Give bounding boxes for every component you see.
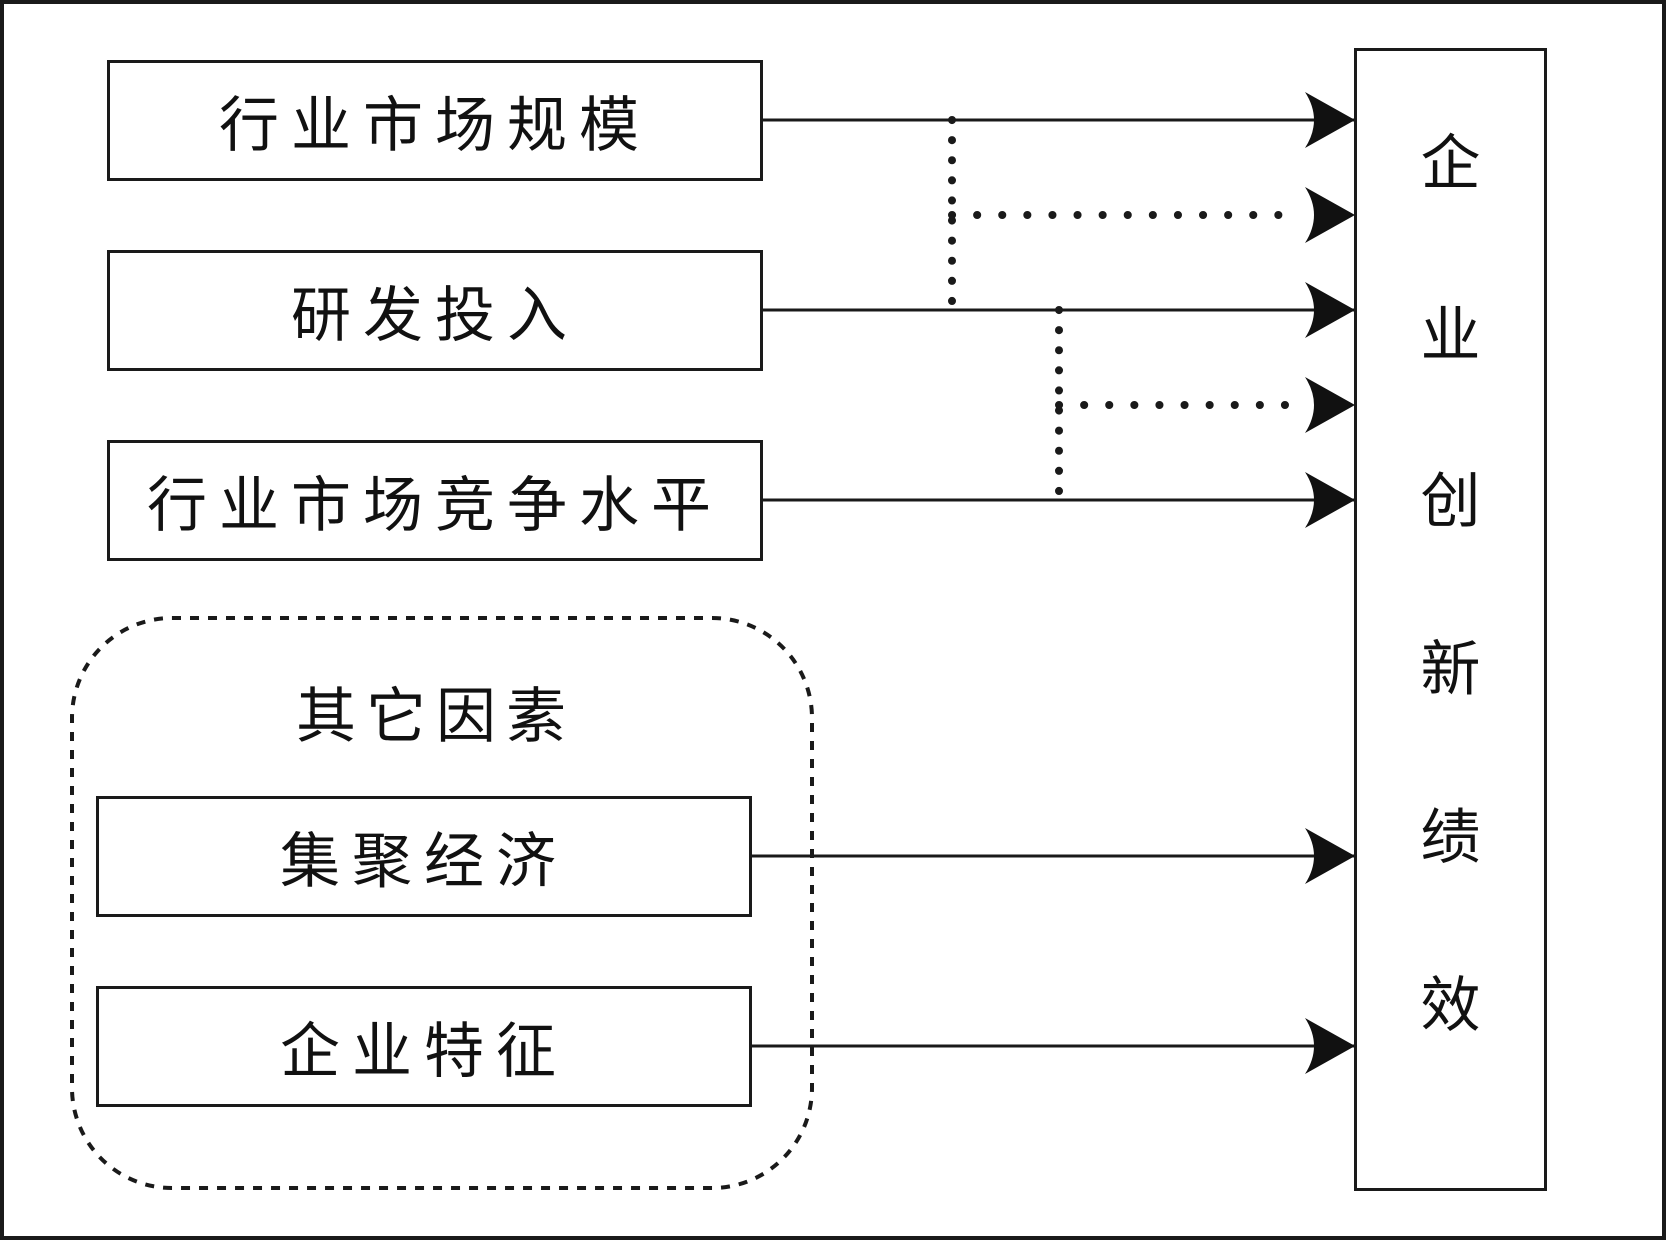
factor-label: 研发投入 bbox=[291, 281, 579, 351]
factor-label: 企业特征 bbox=[280, 1017, 568, 1087]
factor-box-rd-investment: 研发投入 bbox=[107, 250, 763, 371]
target-label-char: 绩 bbox=[1420, 803, 1481, 873]
target-label-char: 企 bbox=[1420, 129, 1481, 199]
factor-box-firm-characteristics: 企业特征 bbox=[96, 986, 752, 1107]
factor-box-agglomeration: 集聚经济 bbox=[96, 796, 752, 917]
other-factors-group-border bbox=[70, 616, 814, 1190]
factor-box-market-competition: 行业市场竞争水平 bbox=[107, 440, 763, 561]
target-label-char: 业 bbox=[1420, 301, 1481, 371]
factor-label: 行业市场规模 bbox=[219, 91, 651, 161]
other-factors-title: 其它因素 bbox=[296, 682, 576, 752]
target-label-char: 新 bbox=[1420, 635, 1481, 705]
target-label-char: 效 bbox=[1420, 971, 1481, 1041]
target-label-char: 创 bbox=[1420, 467, 1481, 537]
factor-label: 集聚经济 bbox=[280, 827, 568, 897]
factor-box-market-scale: 行业市场规模 bbox=[107, 60, 763, 181]
target-box-innovation-performance: 企 业 创 新 绩 效 bbox=[1354, 48, 1547, 1191]
factor-label: 行业市场竞争水平 bbox=[147, 471, 723, 541]
